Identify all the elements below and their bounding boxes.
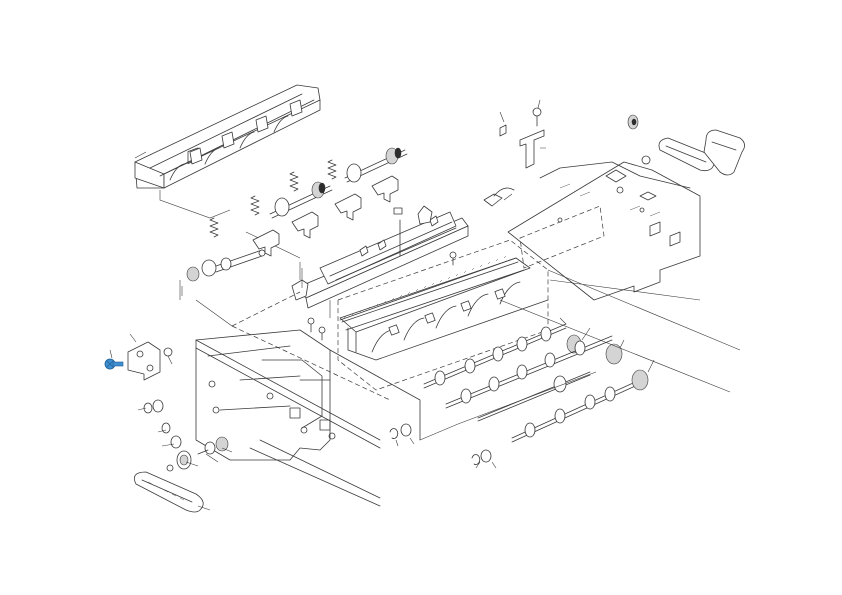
left-lower-frame-rails xyxy=(195,291,421,507)
spring-mid-left xyxy=(250,195,260,216)
assembly-boundary-lines xyxy=(179,269,741,441)
upper-guide-plate xyxy=(134,84,321,189)
shaft-leader xyxy=(181,262,301,296)
pulley-top-right xyxy=(627,114,651,165)
roller-leaders xyxy=(559,317,655,373)
motor-bracket xyxy=(127,341,173,381)
feed-guide-frame xyxy=(291,205,469,309)
roller-assembly-left xyxy=(269,181,333,219)
roller-holders xyxy=(252,175,399,257)
drive-shaft-small xyxy=(186,249,266,282)
feed-roller-shaft-4 xyxy=(511,369,649,443)
spring-left xyxy=(209,217,219,238)
roller-assembly-right xyxy=(344,147,408,183)
right-side-frame xyxy=(507,161,701,301)
lower-guide-unit xyxy=(337,239,549,391)
sensor-bracket xyxy=(483,107,545,207)
bushing-gear-stack xyxy=(143,399,229,472)
gear-leaders xyxy=(137,407,233,467)
frame-screws xyxy=(307,251,457,341)
timing-belt-right-2 xyxy=(703,129,745,176)
feed-roller-shaft-3 xyxy=(477,371,591,422)
timing-belt-left xyxy=(133,471,204,513)
frame-leader xyxy=(301,268,331,318)
sensor-leaders xyxy=(499,99,546,201)
spring-mid xyxy=(289,171,299,192)
screw-highlighted-icon xyxy=(104,358,124,370)
spring-top xyxy=(327,159,337,180)
feed-roller-shaft-2 xyxy=(445,335,623,409)
belt-leader xyxy=(197,505,211,511)
bushings-center xyxy=(389,423,497,469)
bracket-leaders xyxy=(109,333,173,365)
